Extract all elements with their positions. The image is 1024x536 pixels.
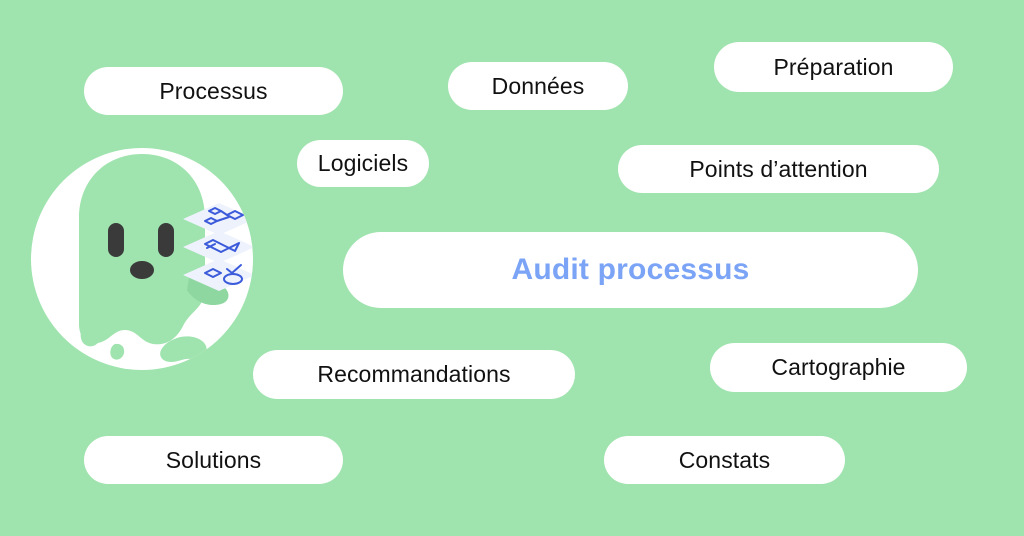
pill-solutions[interactable]: Solutions bbox=[84, 436, 343, 484]
pill-recommandations[interactable]: Recommandations bbox=[253, 350, 575, 399]
pill-cartographie[interactable]: Cartographie bbox=[710, 343, 967, 392]
pill-logiciels[interactable]: Logiciels bbox=[297, 140, 429, 187]
pill-donnees[interactable]: Données bbox=[448, 62, 628, 110]
ghost-drip-left bbox=[80, 318, 104, 347]
pill-label: Recommandations bbox=[317, 361, 511, 387]
ghost-nose bbox=[130, 261, 154, 279]
pill-label: Processus bbox=[159, 77, 268, 104]
ghost-drip-small bbox=[110, 343, 125, 360]
pill-label: Cartographie bbox=[771, 354, 906, 380]
pill-label: Constats bbox=[678, 446, 771, 473]
pill-label: Données bbox=[491, 72, 585, 99]
ghost-body bbox=[79, 154, 205, 345]
card-shape-check bbox=[226, 264, 242, 274]
pill-label: Logiciels bbox=[317, 150, 409, 176]
card-link-1 bbox=[220, 210, 228, 216]
pill-processus[interactable]: Processus bbox=[84, 67, 343, 115]
pill-label: Solutions bbox=[165, 446, 262, 473]
ghost-mascot-illustration bbox=[31, 148, 253, 370]
ghost-eye-left bbox=[108, 223, 124, 257]
card-shape-arrow-head bbox=[228, 242, 240, 252]
pill-preparation[interactable]: Préparation bbox=[714, 42, 953, 92]
stacked-diagram-cards bbox=[183, 203, 253, 291]
card-shape-diamond bbox=[204, 268, 222, 278]
diagram-card-top bbox=[183, 203, 253, 235]
pill-label: Points d’attention bbox=[689, 155, 868, 182]
pill-points-attention[interactable]: Points d’attention bbox=[618, 145, 939, 193]
card-link-2 bbox=[216, 216, 230, 222]
center-pill-label: Audit processus bbox=[511, 253, 750, 286]
center-pill-audit-processus[interactable]: Audit processus bbox=[343, 232, 918, 308]
pill-label: Préparation bbox=[773, 53, 894, 80]
card-shape-arrow-tail bbox=[206, 243, 216, 249]
card-node-c bbox=[226, 210, 244, 220]
pill-constats[interactable]: Constats bbox=[604, 436, 845, 484]
diagram-card-bottom bbox=[183, 259, 253, 291]
ghost-drip-right bbox=[160, 336, 207, 362]
ghost-eye-right bbox=[158, 223, 174, 257]
card-shape-ellipse bbox=[223, 273, 243, 285]
diagram-card-middle bbox=[183, 231, 253, 263]
